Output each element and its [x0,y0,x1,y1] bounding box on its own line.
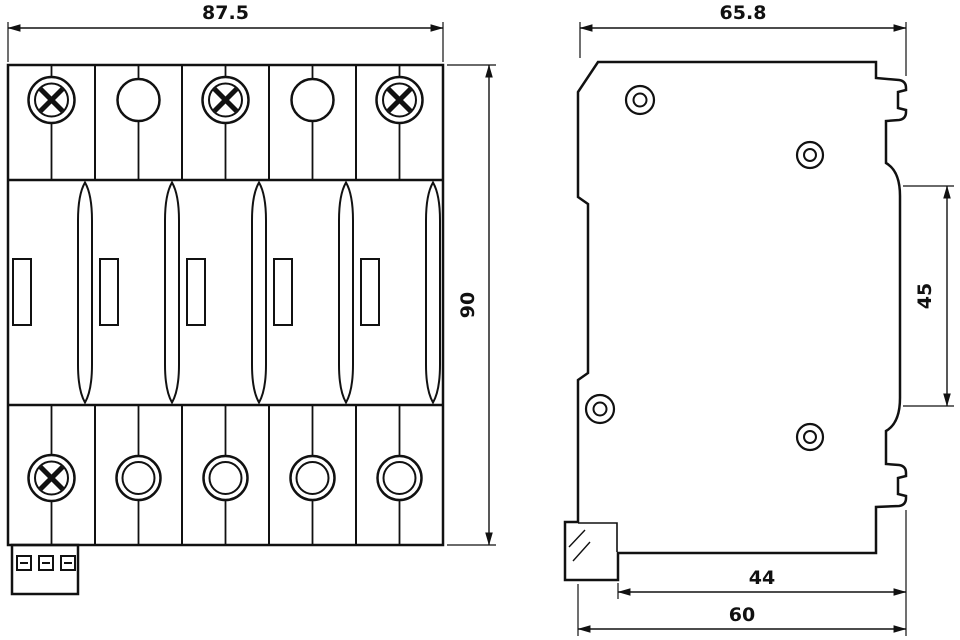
lever-shape [77,181,93,404]
terminal-block-outline [10,543,80,596]
top-terminals [29,77,423,123]
screw-head-symbol [203,77,249,123]
lever-shape [338,181,354,404]
side-depth-60-dimension: 60 [577,584,907,636]
din-clip-spring [568,529,591,562]
lever-shape [425,181,441,404]
front-view-band-lines [8,178,443,407]
dimensions: 87.5 90 65.8 45 44 6 [7,2,954,636]
terminal-block-cells [16,555,76,571]
terminal-ring [115,454,162,502]
side-depth-60-label: 60 [729,604,755,626]
boss-inner [803,430,817,444]
side-depth-44-label: 44 [749,567,775,589]
terminal-hole [290,77,335,123]
boss-inner [592,401,608,417]
terminal-ring [289,454,336,502]
front-width-label: 87.5 [202,2,249,24]
boss-outer [584,393,616,425]
extension-lines [579,22,907,76]
terminal-hole [116,77,161,123]
boss-inner [632,92,648,108]
side-depth-44-dimension: 44 [617,510,907,636]
boss-inner [803,148,817,162]
side-face-height-label: 45 [914,283,936,309]
terminal-slot-lines [50,65,401,545]
terminal-ring [376,454,423,502]
bottom-terminals [29,454,423,502]
module-separator-lines [94,65,357,545]
side-view [563,60,908,582]
side-view-outline [563,60,908,582]
screw-head-symbol [29,77,75,123]
screw-head-symbol [29,455,75,501]
indicator-windows [12,258,380,326]
front-width-dimension: 87.5 [7,2,444,62]
mounting-bosses [584,84,825,452]
screw-head-symbol [377,77,423,123]
module-levers [77,181,441,404]
side-face-height-dimension: 45 [903,185,954,407]
side-width-dimension: 65.8 [579,2,907,76]
front-height-dimension: 90 [447,64,496,546]
boss-outer [795,422,825,452]
front-height-label: 90 [457,292,479,318]
din-clip-edge [578,522,618,552]
lever-shape [251,181,267,404]
boss-outer [795,140,825,170]
terminal-ring [202,454,249,502]
lever-shape [164,181,180,404]
side-width-label: 65.8 [720,2,767,24]
terminal-block [10,543,80,596]
front-view [6,63,445,596]
boss-outer [624,84,656,116]
